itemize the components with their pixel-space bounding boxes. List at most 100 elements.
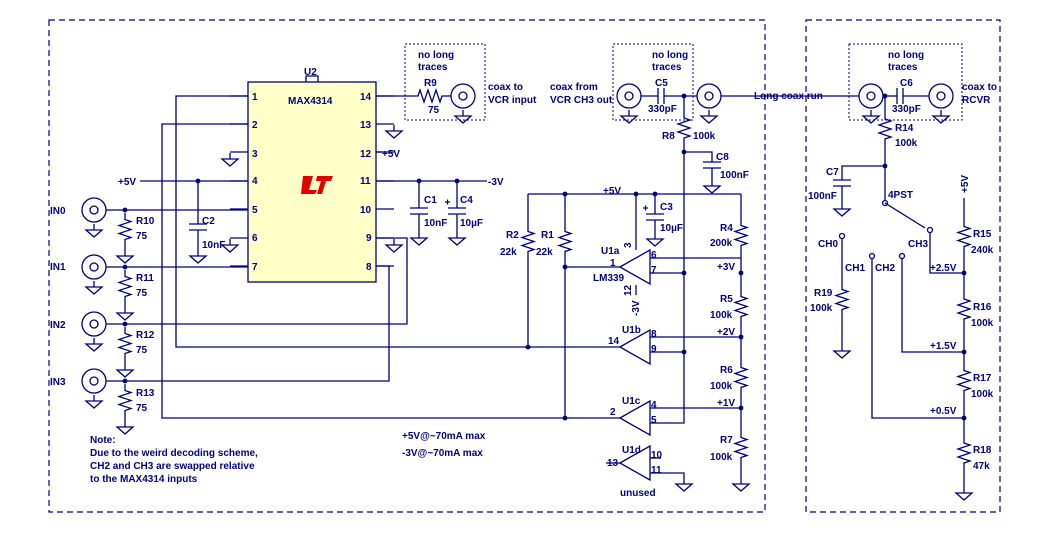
note-line1: Due to the weird decoding scheme, <box>90 448 258 459</box>
u1b-ref: U1b <box>622 325 641 336</box>
u1a-ref: U1a <box>601 246 620 257</box>
r11-val: 75 <box>136 288 148 299</box>
c1-ref: C1 <box>424 195 437 206</box>
r19-resistor <box>833 283 851 320</box>
no-long-traces-box-3 <box>848 43 963 121</box>
u1a-pin12: 12 <box>623 284 634 296</box>
u1c-pin4: 4 <box>651 400 657 411</box>
ground-symbol <box>832 203 852 217</box>
switch-ref: 4PST <box>888 190 913 201</box>
r1-val: 22k <box>536 247 553 258</box>
c2-val: 10nF <box>202 240 225 251</box>
u1b-pin14: 14 <box>608 336 620 347</box>
c5-capacitor <box>657 88 665 104</box>
r19-val: 100k <box>810 303 833 314</box>
switch-blade <box>884 202 926 229</box>
c8-ref: C8 <box>716 152 729 163</box>
r9-resistor <box>415 87 445 105</box>
u2-ref: U2 <box>304 67 317 78</box>
u2-pin12-supply: +5V <box>382 149 400 160</box>
c8-capacitor <box>703 161 721 169</box>
ground-symbol <box>409 232 429 246</box>
u1d-comparator <box>618 444 651 482</box>
rail-5v-label: +5V <box>603 186 621 197</box>
u1c-pin2: 2 <box>610 407 616 418</box>
ground-symbol <box>115 307 135 321</box>
u2-pin14: 14 <box>360 92 372 103</box>
u1c-ref: U1c <box>622 396 641 407</box>
c6-val: 330pF <box>892 104 921 115</box>
no-long-traces-box-2 <box>612 43 694 121</box>
ground-symbol <box>84 281 104 295</box>
ground-symbol <box>84 224 104 238</box>
c4-ref: C4 <box>460 195 473 206</box>
ground-symbol <box>220 153 240 167</box>
r15-ref: R15 <box>973 229 992 240</box>
power-note-2: -3V@~70mA max <box>402 448 483 459</box>
bnc-coax-to-vcr-center <box>458 91 468 101</box>
nolong-1b: traces <box>418 62 448 73</box>
r18-resistor <box>955 436 973 474</box>
u1c-pin5: 5 <box>651 415 657 426</box>
coax-rcvr-2: RCVR <box>962 95 991 106</box>
bnc-connector-in3 <box>81 368 107 394</box>
ch2-label: CH2 <box>875 263 895 274</box>
r12-ref: R12 <box>136 330 155 341</box>
r12-val: 75 <box>136 345 148 356</box>
r17-val: 100k <box>971 389 994 400</box>
bnc-connector-in0-center <box>89 205 99 215</box>
note-title: Note: <box>90 435 116 446</box>
r6-val: 100k <box>710 381 733 392</box>
wire-segment <box>901 258 964 353</box>
bnc-connector-in1-center <box>89 262 99 272</box>
wire-segment <box>929 232 964 274</box>
ground-symbol <box>115 364 135 378</box>
r1-resistor <box>556 225 574 262</box>
thresh-2-5v: +2.5V <box>930 263 957 274</box>
u1c-comparator <box>618 399 651 437</box>
c2-capacitor <box>189 223 207 231</box>
u1a-comparator <box>618 248 651 286</box>
u2-pin9: 9 <box>366 233 372 244</box>
u2-pin11: 11 <box>360 176 371 187</box>
r8-val: 100k <box>693 131 716 142</box>
r4-val: 200k <box>710 238 733 249</box>
ground-symbol <box>447 232 467 246</box>
c2-ref: C2 <box>202 216 215 227</box>
u2-pin13: 13 <box>360 120 372 131</box>
r5-resistor <box>732 291 750 326</box>
r14-ref: R14 <box>895 123 914 134</box>
bnc-coax-to-rcvr-center <box>936 91 946 101</box>
bnc-connector-in3-center <box>89 376 99 386</box>
switch-common-contact <box>881 199 889 207</box>
r8-ref: R8 <box>662 131 675 142</box>
r4-ref: R4 <box>720 223 733 234</box>
in1-label: IN1 <box>50 262 66 273</box>
components <box>81 83 974 501</box>
coax-from-2: VCR CH3 out <box>550 95 613 106</box>
coax-vcr-2: VCR input <box>488 95 537 106</box>
bnc-connector-in1 <box>81 254 107 280</box>
ground-symbol <box>861 110 881 124</box>
lm339-vneg: -3V <box>631 300 642 316</box>
in-5v-label: +5V <box>118 177 136 188</box>
r6-resistor <box>732 362 750 397</box>
r18-ref: R18 <box>973 445 992 456</box>
u2-pin10: 10 <box>360 205 372 216</box>
bnc-coax-from-vcr-center <box>624 91 634 101</box>
r10-val: 75 <box>136 231 148 242</box>
r1-ref: R1 <box>541 230 554 241</box>
wire-segment <box>871 258 964 419</box>
c4-val: 10µF <box>460 218 483 229</box>
r2-ref: R2 <box>506 230 519 241</box>
r18-val: 47k <box>973 461 990 472</box>
r16-val: 100k <box>971 318 994 329</box>
c8-val: 100nF <box>720 170 749 181</box>
u2-pin4: 4 <box>252 176 258 187</box>
thresh-2v: +2V <box>717 327 735 338</box>
u1-part: LM339 <box>593 273 625 284</box>
r7-ref: R7 <box>720 435 733 446</box>
ground-symbol <box>674 478 694 492</box>
r14-val: 100k <box>895 138 918 149</box>
